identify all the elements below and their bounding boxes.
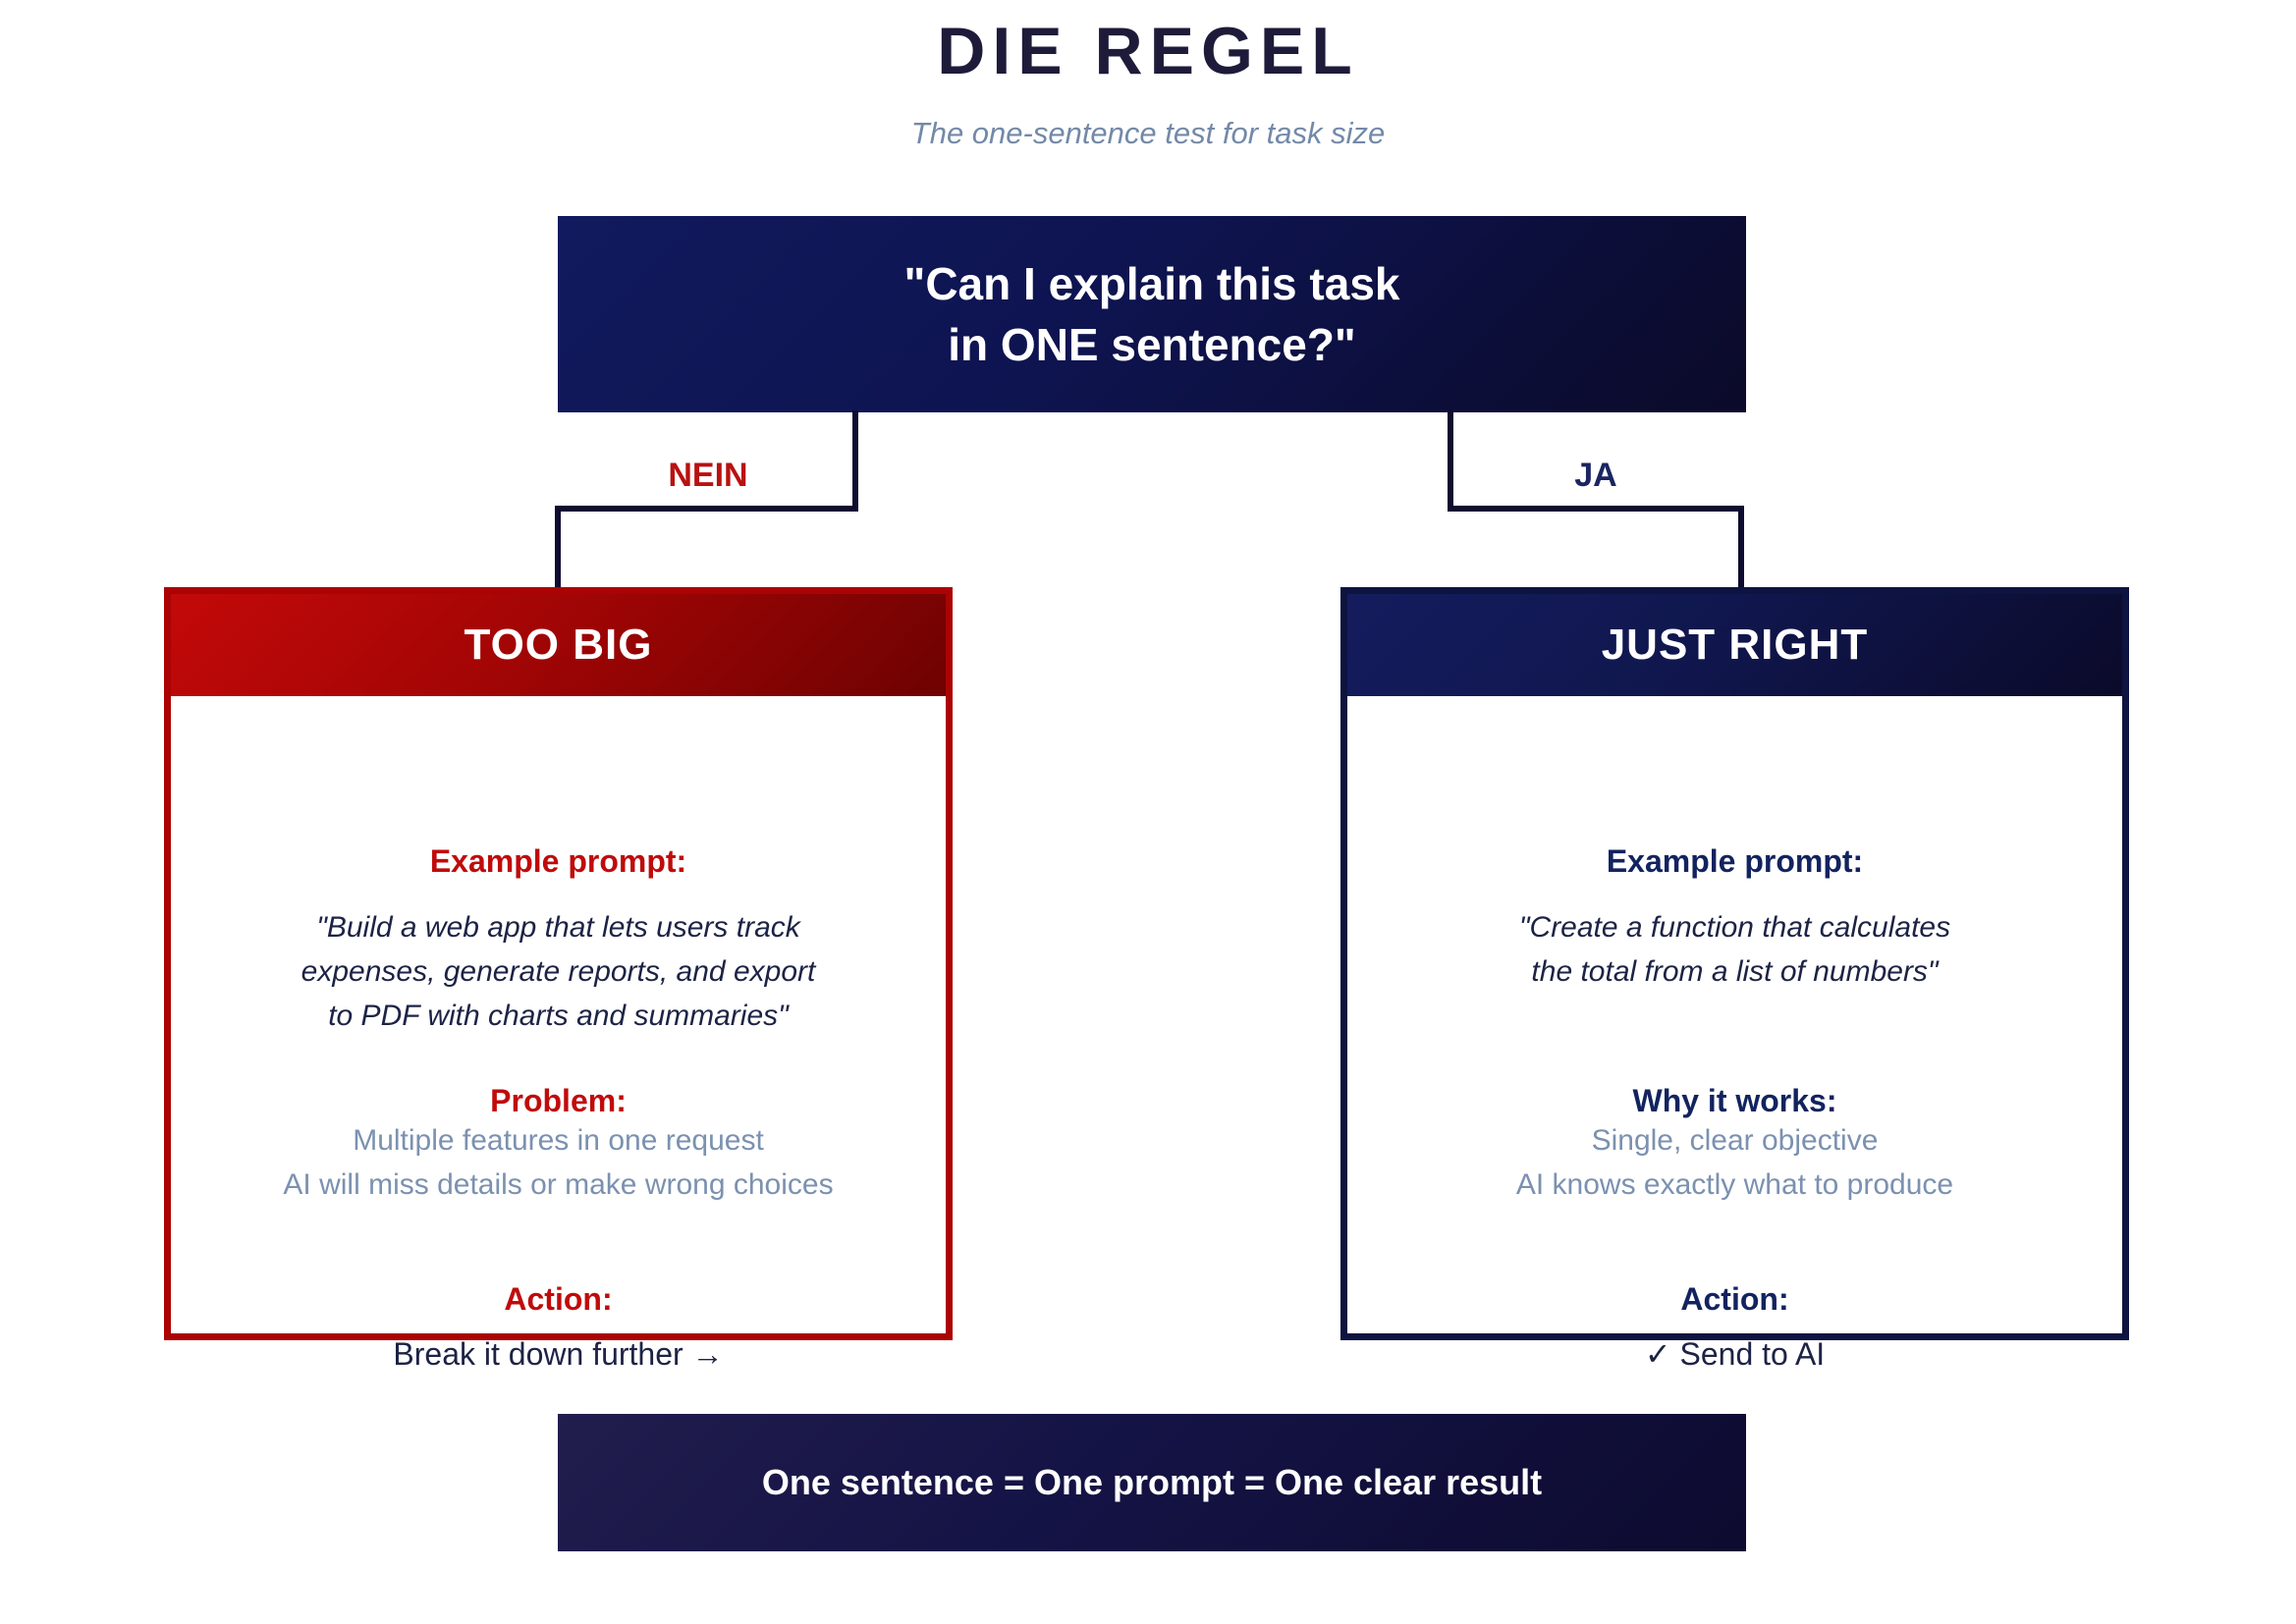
problem-line: AI will miss details or make wrong choic… (283, 1168, 834, 1201)
connector-ja-horizontal (1448, 506, 1744, 512)
just-right-why-text: Single, clear objective AI knows exactly… (1347, 1118, 2122, 1207)
quote-line: to PDF with charts and summaries" (328, 1000, 789, 1032)
too-big-example-quote: "Build a web app that lets users track e… (171, 905, 946, 1038)
just-right-header: JUST RIGHT (1347, 594, 2122, 696)
quote-line: "Build a web app that lets users track (316, 911, 800, 944)
quote-line: expenses, generate reports, and export (301, 955, 816, 988)
just-right-action-label: Action: (1680, 1281, 1789, 1317)
page-subtitle: The one-sentence test for task size (910, 116, 1386, 150)
page-title: DIE REGEL (937, 14, 1359, 88)
arrow-right-icon: → (691, 1336, 724, 1372)
too-big-example-label: Example prompt: (429, 843, 687, 879)
quote-line: the total from a list of numbers" (1531, 955, 1939, 988)
too-big-header: TOO BIG (171, 594, 946, 696)
footer-text: One sentence = One prompt = One clear re… (761, 1462, 1543, 1502)
footer-banner: One sentence = One prompt = One clear re… (558, 1414, 1746, 1551)
just-right-card: JUST RIGHT Example prompt: "Create a fun… (1340, 587, 2129, 1372)
branch-label-nein: NEIN (668, 457, 748, 494)
too-big-card: TOO BIG Example prompt: "Build a web app… (164, 587, 953, 1372)
check-icon: ✓ (1644, 1336, 1671, 1372)
decision-box: "Can I explain this task in ONE sentence… (558, 216, 1746, 412)
why-line: Single, clear objective (1591, 1124, 1879, 1157)
just-right-body: Example prompt: "Create a function that … (1347, 696, 2122, 1372)
too-big-problem-label: Problem: (490, 1083, 627, 1118)
action-text: Break it down further (393, 1336, 683, 1372)
connector-nein-down (555, 506, 561, 590)
connector-ja-drop (1448, 410, 1453, 509)
action-text: Send to AI (1679, 1336, 1826, 1372)
problem-line: Multiple features in one request (353, 1124, 764, 1157)
connector-nein-horizontal (555, 506, 858, 512)
connector-ja-down (1738, 506, 1744, 590)
just-right-why-label: Why it works: (1632, 1083, 1837, 1118)
quote-line: "Create a function that calculates (1518, 911, 1951, 944)
decision-question-line1: "Can I explain this task (903, 258, 1400, 309)
just-right-example-label: Example prompt: (1606, 843, 1864, 879)
too-big-body: Example prompt: "Build a web app that le… (171, 696, 946, 1372)
branch-label-ja: JA (1574, 457, 1617, 494)
just-right-action-text: ✓ Send to AI (1347, 1336, 2122, 1372)
too-big-action-label: Action: (504, 1281, 613, 1317)
decision-question-line2: in ONE sentence?" (948, 319, 1356, 370)
just-right-example-quote: "Create a function that calculates the t… (1347, 905, 2122, 994)
too-big-action-text: Break it down further → (171, 1336, 946, 1372)
connector-nein-drop (852, 410, 858, 509)
too-big-problem-text: Multiple features in one request AI will… (171, 1118, 946, 1207)
why-line: AI knows exactly what to produce (1515, 1168, 1954, 1201)
